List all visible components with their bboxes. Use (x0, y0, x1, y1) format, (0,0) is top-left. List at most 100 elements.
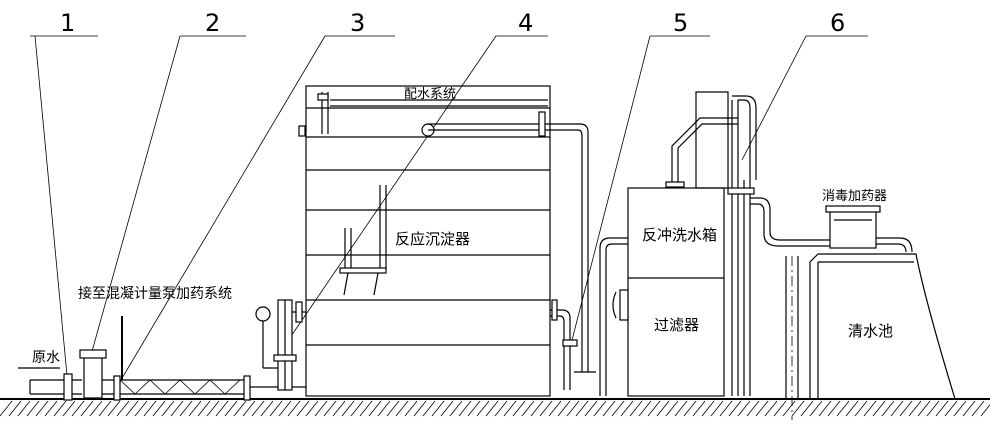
ground-hatch-line (152, 400, 166, 417)
ground-hatch-line (665, 400, 679, 417)
clear-water-pool (809, 253, 956, 400)
ground-hatch-line (287, 400, 301, 417)
ground-hatch-line (125, 400, 139, 417)
callout-6: 6 (830, 9, 845, 37)
ground-hatch-line (872, 400, 886, 417)
ground-hatch-line (674, 400, 688, 417)
ground-hatch-line (638, 400, 652, 417)
ground-hatch-line (458, 400, 472, 417)
ground-hatch-line (899, 400, 913, 417)
ground-hatch-line (62, 400, 76, 417)
reaction-settler-label: 反应沉淀器 (395, 230, 470, 248)
ground-hatch-line (377, 400, 391, 417)
raw-water-label: 原水 (32, 350, 60, 366)
callout-4: 4 (518, 9, 533, 37)
ground-hatch-line (260, 400, 274, 417)
ground-hatch-line (161, 400, 175, 417)
ground-hatch-line (143, 400, 157, 417)
dosing-system-label: 接至混凝计量泵加药系统 (78, 285, 232, 302)
ground-hatch-line (296, 400, 310, 417)
ground-hatch-line (89, 400, 103, 417)
ground-hatch-line (332, 400, 346, 417)
ground-hatch-line (314, 400, 328, 417)
ground-hatch-line (341, 400, 355, 417)
ground-hatch-line (629, 400, 643, 417)
ground-hatch-line (980, 404, 990, 417)
ground-hatch-line (953, 400, 967, 417)
ground-hatch-line (728, 400, 742, 417)
ground-hatch-line (431, 400, 445, 417)
ground-hatch-line (944, 400, 958, 417)
ground-hatch-line (494, 400, 508, 417)
ground-hatch-line (746, 400, 760, 417)
ground-hatch-line (863, 400, 877, 417)
ground-hatch-line (71, 400, 85, 417)
ground-hatch-line (422, 400, 436, 417)
ground-hatch-line (521, 400, 535, 417)
ground-hatch-line (215, 400, 229, 417)
ground-hatch-line (530, 400, 544, 417)
disinfection-doser-label: 消毒加药器 (822, 189, 887, 204)
outlet-riser-pipes (727, 95, 830, 396)
ground-hatch-line (584, 400, 598, 417)
ground-hatch-line (782, 400, 796, 417)
ground-hatch-line (476, 400, 490, 417)
ground-hatch-line (539, 400, 553, 417)
ground-hatch-line (800, 400, 814, 417)
ground-hatch-line (350, 400, 364, 417)
pressure-gauge-icon (255, 306, 271, 322)
ground-hatch-line (170, 400, 184, 417)
ground-hatch-line (836, 400, 850, 417)
ground-hatch-line (818, 400, 832, 417)
ground-hatch-line (917, 400, 931, 417)
ground-hatch-line (908, 400, 922, 417)
ground-hatch-line (413, 400, 427, 417)
ground-hatch-line (8, 400, 22, 417)
callout-3: 3 (350, 9, 365, 37)
filter-inlet-pipe (599, 237, 628, 396)
ground-hatch-line (656, 400, 670, 417)
ground-hatch-line (593, 400, 607, 417)
callout-1: 1 (60, 9, 75, 37)
ground-hatch-line (0, 400, 13, 417)
ground-hatch-line (809, 400, 823, 417)
ground-hatch-line (854, 400, 868, 417)
ground-hatch-line (890, 400, 904, 417)
ground-hatch-line (566, 400, 580, 417)
ground-hatch-line (701, 400, 715, 417)
ground-hatch-line (755, 400, 769, 417)
ground-hatch-line (359, 400, 373, 417)
ground-hatch-line (827, 400, 841, 417)
settler-outlet-pipe (545, 123, 596, 390)
ground-hatch-line (791, 400, 805, 417)
ground-hatch-line (233, 400, 247, 417)
ground-hatch-line (881, 400, 895, 417)
ground-hatch-line (206, 400, 220, 417)
ground-hatch-line (116, 400, 130, 417)
ground-hatch-line (845, 400, 859, 417)
ground-hatch-line (368, 400, 382, 417)
ground-hatch-line (269, 400, 283, 417)
ground-hatch-line (557, 400, 571, 417)
ground-hatch-line (188, 400, 202, 417)
backwash-tank-label: 反冲洗水箱 (642, 226, 717, 244)
ground-hatch-line (962, 400, 976, 417)
ground-hatch-line (134, 400, 148, 417)
ground-hatch-line (449, 400, 463, 417)
ground-hatch-line (692, 400, 706, 417)
ground-hatch-line (719, 400, 733, 417)
filter-label: 过滤器 (654, 316, 699, 334)
callout-5: 5 (673, 9, 688, 37)
ground-hatch-line (512, 400, 526, 417)
ground-hatch-line (575, 400, 589, 417)
ground-hatch-line (305, 400, 319, 417)
ground-hatch-line (35, 400, 49, 417)
callout-2: 2 (205, 9, 220, 37)
ground-hatch-line (386, 400, 400, 417)
ground-hatch-line (548, 400, 562, 417)
ground-hatch-line (683, 400, 697, 417)
ground-hatch-line (251, 400, 265, 417)
ground-hatch-line (467, 400, 481, 417)
ground (0, 398, 990, 417)
